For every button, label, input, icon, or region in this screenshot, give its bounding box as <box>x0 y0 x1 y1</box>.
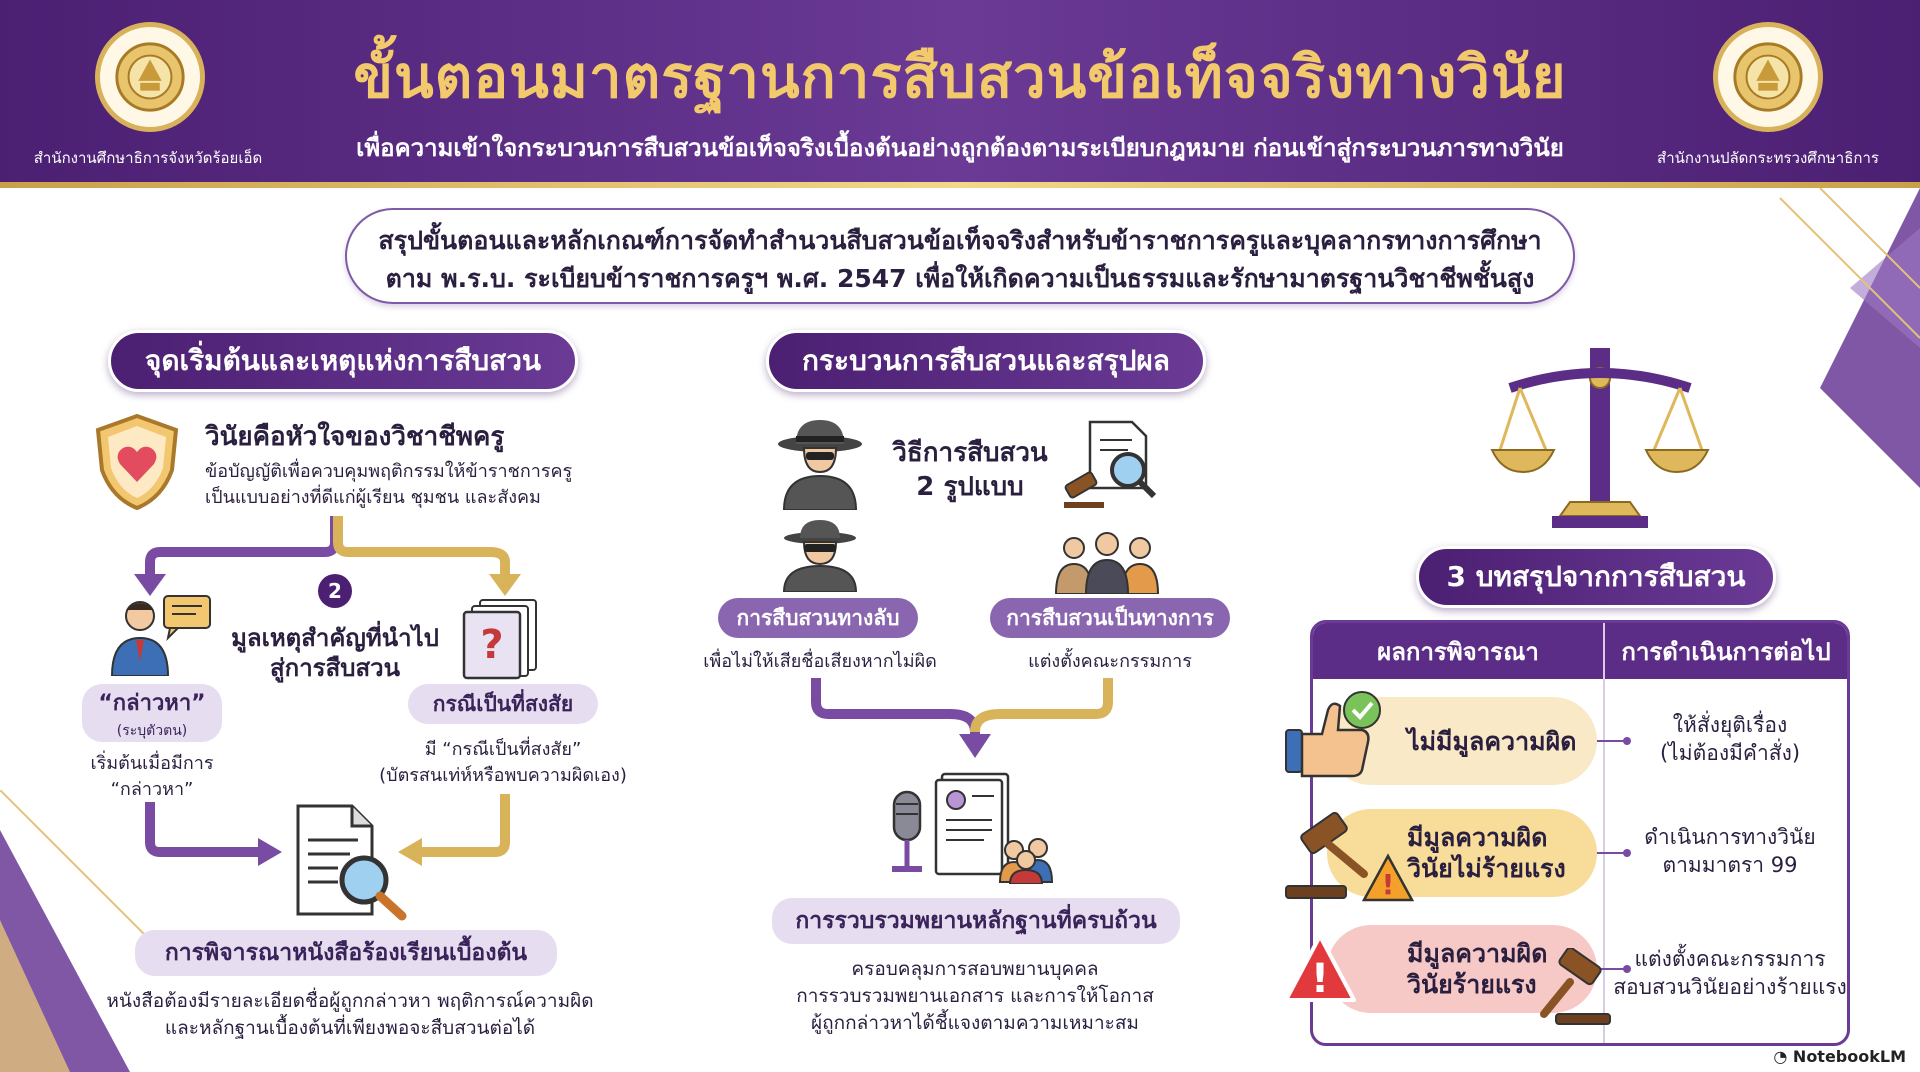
gavel-magnifier-icon <box>1064 420 1157 508</box>
section-title-conclusions: 3 บทสรุปจากการสืบสวน <box>1416 546 1776 608</box>
table-col-result: ผลการพิจารณา <box>1377 637 1539 666</box>
secret-desc: เพื่อไม่ให้เสียชื่อเสียงหากไม่ผิด <box>703 651 937 672</box>
detective-icon <box>778 420 862 510</box>
methods-title-2: 2 รูปแบบ <box>916 472 1024 502</box>
evidence-desc-2: การรวบรวมพยานเอกสาร และการให้โอกาส <box>796 985 1154 1007</box>
shield-heart-icon <box>95 413 179 511</box>
result-3-line-1: มีมูลความผิด <box>1407 939 1548 968</box>
review-pill: การพิจารณาหนังสือร้องเรียนเบื้องต้น <box>135 930 557 976</box>
secret-pill: การสืบสวนทางลับ <box>718 598 918 638</box>
person-speech-icon <box>110 595 211 676</box>
accuse-pill: “กล่าวหา” (ระบุตัวตน) <box>82 684 222 742</box>
accuse-desc-1: เริ่มต้นเมื่อมีการ <box>90 753 214 774</box>
result-2-line-2: วินัยไม่ร้ายแรง <box>1407 854 1566 883</box>
process-flow-arrows <box>811 678 1113 758</box>
header-banner <box>0 0 1920 188</box>
discipline-desc-2: เป็นแบบอย่างที่ดีแก่ผู้เรียน ชุมชน และสั… <box>205 487 541 508</box>
table-col-action: การดำเนินการต่อไป <box>1621 637 1831 666</box>
committee-icon <box>1054 532 1160 594</box>
header-gold-line <box>0 182 1920 188</box>
evidence-desc-1: ครอบคลุมการสอบพยานบุคคล <box>851 958 1099 980</box>
result-pill-3: มีมูลความผิด วินัยร้ายแรง <box>1327 925 1597 1013</box>
thumbs-up-check-icon <box>1285 691 1381 778</box>
scales-of-justice-icon <box>1490 348 1710 528</box>
result-pill-2: มีมูลความผิด วินัยไม่ร้ายแรง <box>1327 809 1597 897</box>
evidence-desc-3: ผู้ถูกกล่าวหาได้ชี้แจงตามความเหมาะสม <box>811 1012 1139 1034</box>
left-seal-logo <box>95 22 205 132</box>
evidence-pill: การรวบรวมพยานหลักฐานที่ครบถ้วน <box>772 898 1180 944</box>
question-doc-icon: ? <box>462 599 537 680</box>
review-desc-1: หนังสือต้องมีรายละเอียดชื่อผู้ถูกกล่าวหา… <box>106 990 594 1012</box>
summary-line-2: ตาม พ.ร.บ. ระเบียบข้าราชการครูฯ พ.ศ. 254… <box>385 264 1535 293</box>
document-search-icon <box>296 804 407 921</box>
right-org-name: สำนักงานปลัดกระทรวงศึกษาธิการ <box>1657 149 1879 167</box>
svg-text:?: ? <box>480 622 503 668</box>
action-1: ให้สั่งยุติเรื่อง (ไม่ต้องมีคำสั่ง) <box>1613 711 1847 767</box>
suspect-desc-2: (บัตรสนเท่ห์หรือพบความผิดเอง) <box>379 765 627 786</box>
action-1-line-2: (ไม่ต้องมีคำสั่ง) <box>1659 741 1801 765</box>
result-2-line-1: มีมูลความผิด <box>1407 823 1548 852</box>
spy-icon <box>782 520 858 592</box>
origin-flow-arrows <box>134 516 521 866</box>
accuse-sub: (ระบุตัวตน) <box>116 722 188 739</box>
gavel-icon <box>1540 948 1611 1025</box>
result-1-line-1: ไม่มีมูลความผิด <box>1407 726 1577 756</box>
brand-name: NotebookLM <box>1792 1047 1906 1066</box>
cause-title-2: สู่การสืบสวน <box>270 654 400 682</box>
action-1-line-1: ให้สั่งยุติเรื่อง <box>1672 713 1788 737</box>
suspect-desc-1: มี “กรณีเป็นที่สงสัย” <box>424 739 582 760</box>
section-title-process: กระบวนการสืบสวนและสรุปผล <box>766 330 1206 392</box>
decor-top-right <box>1779 188 1920 488</box>
section-title-origin: จุดเริ่มต้นและเหตุแห่งการสืบสวน <box>108 330 578 392</box>
table-header <box>1313 623 1847 679</box>
methods-title-1: วิธีการสืบสวน <box>892 438 1048 468</box>
page-title: ขั้นตอนมาตรฐานการสืบสวนข้อเท็จจริงทางวิน… <box>353 43 1567 111</box>
action-3: แต่งตั้งคณะกรรมการ สอบสวนวินัยอย่างร้ายแ… <box>1613 945 1847 1001</box>
decor-bottom-left <box>0 790 151 1072</box>
conclusion-table: ผลการพิจารณา การดำเนินการต่อไป ไม่มีมูลค… <box>1310 620 1850 1046</box>
right-seal-logo <box>1713 22 1823 132</box>
action-3-line-2: สอบสวนวินัยอย่างร้ายแรง <box>1613 975 1847 999</box>
table-divider <box>1603 623 1605 1043</box>
gavel-warning-icon: ! <box>1285 812 1414 902</box>
notebooklm-brand: ◔ NotebookLM <box>1773 1047 1906 1066</box>
accuse-desc-2: “กล่าวหา” <box>110 779 194 800</box>
formal-pill: การสืบสวนเป็นทางการ <box>990 598 1230 638</box>
page-subtitle: เพื่อความเข้าใจกระบวนการสืบสวนข้อเท็จจริ… <box>356 134 1564 162</box>
alert-triangle-icon: ! <box>1284 934 1356 1002</box>
accuse-label: “กล่าวหา” <box>98 690 206 716</box>
result-3-line-2: วินัยร้ายแรง <box>1407 970 1537 999</box>
summary-box: สรุปขั้นตอนและหลักเกณฑ์การจัดทำสำนวนสืบส… <box>345 208 1575 304</box>
evidence-collection-icon <box>892 772 1054 884</box>
action-2-line-2: ตามมาตรา 99 <box>1662 853 1798 877</box>
review-desc-2: และหลักฐานเบื้องต้นที่เพียงพอจะสืบสวนต่อ… <box>164 1017 536 1039</box>
action-2-line-1: ดำเนินการทางวินัย <box>1644 825 1816 849</box>
action-2: ดำเนินการทางวินัย ตามมาตรา 99 <box>1613 823 1847 879</box>
cause-number-badge: 2 <box>318 574 352 608</box>
table-connectors <box>1597 737 1631 973</box>
summary-line-1: สรุปขั้นตอนและหลักเกณฑ์การจัดทำสำนวนสืบส… <box>378 226 1542 255</box>
notebooklm-icon: ◔ <box>1773 1047 1793 1066</box>
discipline-title: วินัยคือหัวใจของวิชาชีพครู <box>205 422 505 452</box>
formal-desc: แต่งตั้งคณะกรรมการ <box>1028 651 1192 672</box>
suspect-pill: กรณีเป็นที่สงสัย <box>408 684 598 724</box>
svg-text:!: ! <box>1311 956 1329 1002</box>
svg-text:!: ! <box>1382 868 1395 901</box>
discipline-desc-1: ข้อบัญญัติเพื่อควบคุมพฤติกรรมให้ข้าราชกา… <box>205 461 573 482</box>
action-3-line-1: แต่งตั้งคณะกรรมการ <box>1634 947 1826 971</box>
cause-title-1: มูลเหตุสำคัญที่นำไป <box>231 624 439 652</box>
left-org-name: สำนักงานศึกษาธิการจังหวัดร้อยเอ็ด <box>33 149 263 167</box>
